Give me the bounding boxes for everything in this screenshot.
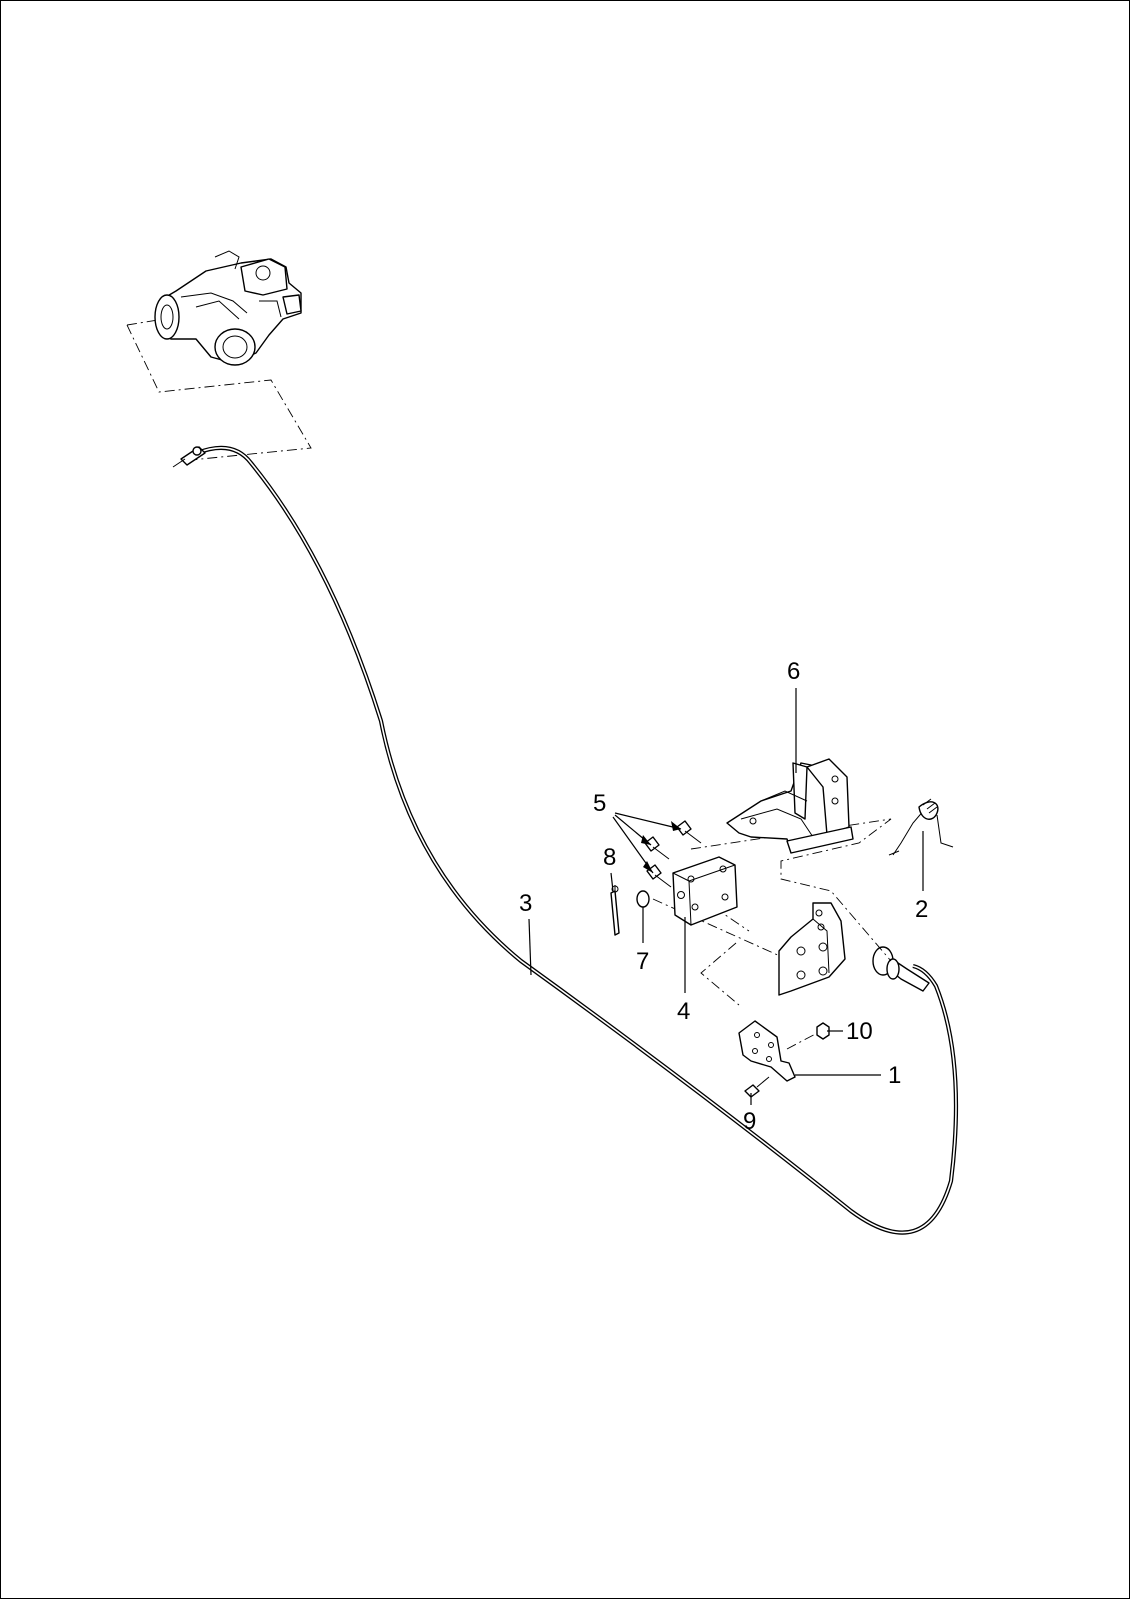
pedal-icon	[672, 856, 738, 926]
callout-5: 5	[593, 790, 606, 817]
bracket-icon	[726, 758, 854, 854]
callout-7: 7	[636, 948, 649, 975]
callout-9: 9	[743, 1108, 756, 1135]
spring-icon	[888, 798, 954, 856]
l-plate-icon	[738, 1020, 796, 1082]
callout-8: 8	[603, 844, 616, 871]
cotter-pin-icon	[610, 885, 620, 936]
plate-icon	[778, 902, 846, 996]
callout-10: 10	[846, 1018, 873, 1045]
cable-icon	[172, 445, 959, 1235]
washer-icon	[636, 890, 650, 908]
callout-2: 2	[915, 896, 928, 923]
bolt-icon	[744, 1076, 770, 1098]
nut-icon	[816, 1022, 830, 1040]
callout-1: 1	[888, 1062, 901, 1089]
throttle-body-icon	[126, 250, 312, 461]
callout-6: 6	[787, 658, 800, 685]
screw-icon	[644, 820, 702, 888]
callout-4: 4	[677, 998, 690, 1025]
callout-3: 3	[519, 890, 532, 917]
